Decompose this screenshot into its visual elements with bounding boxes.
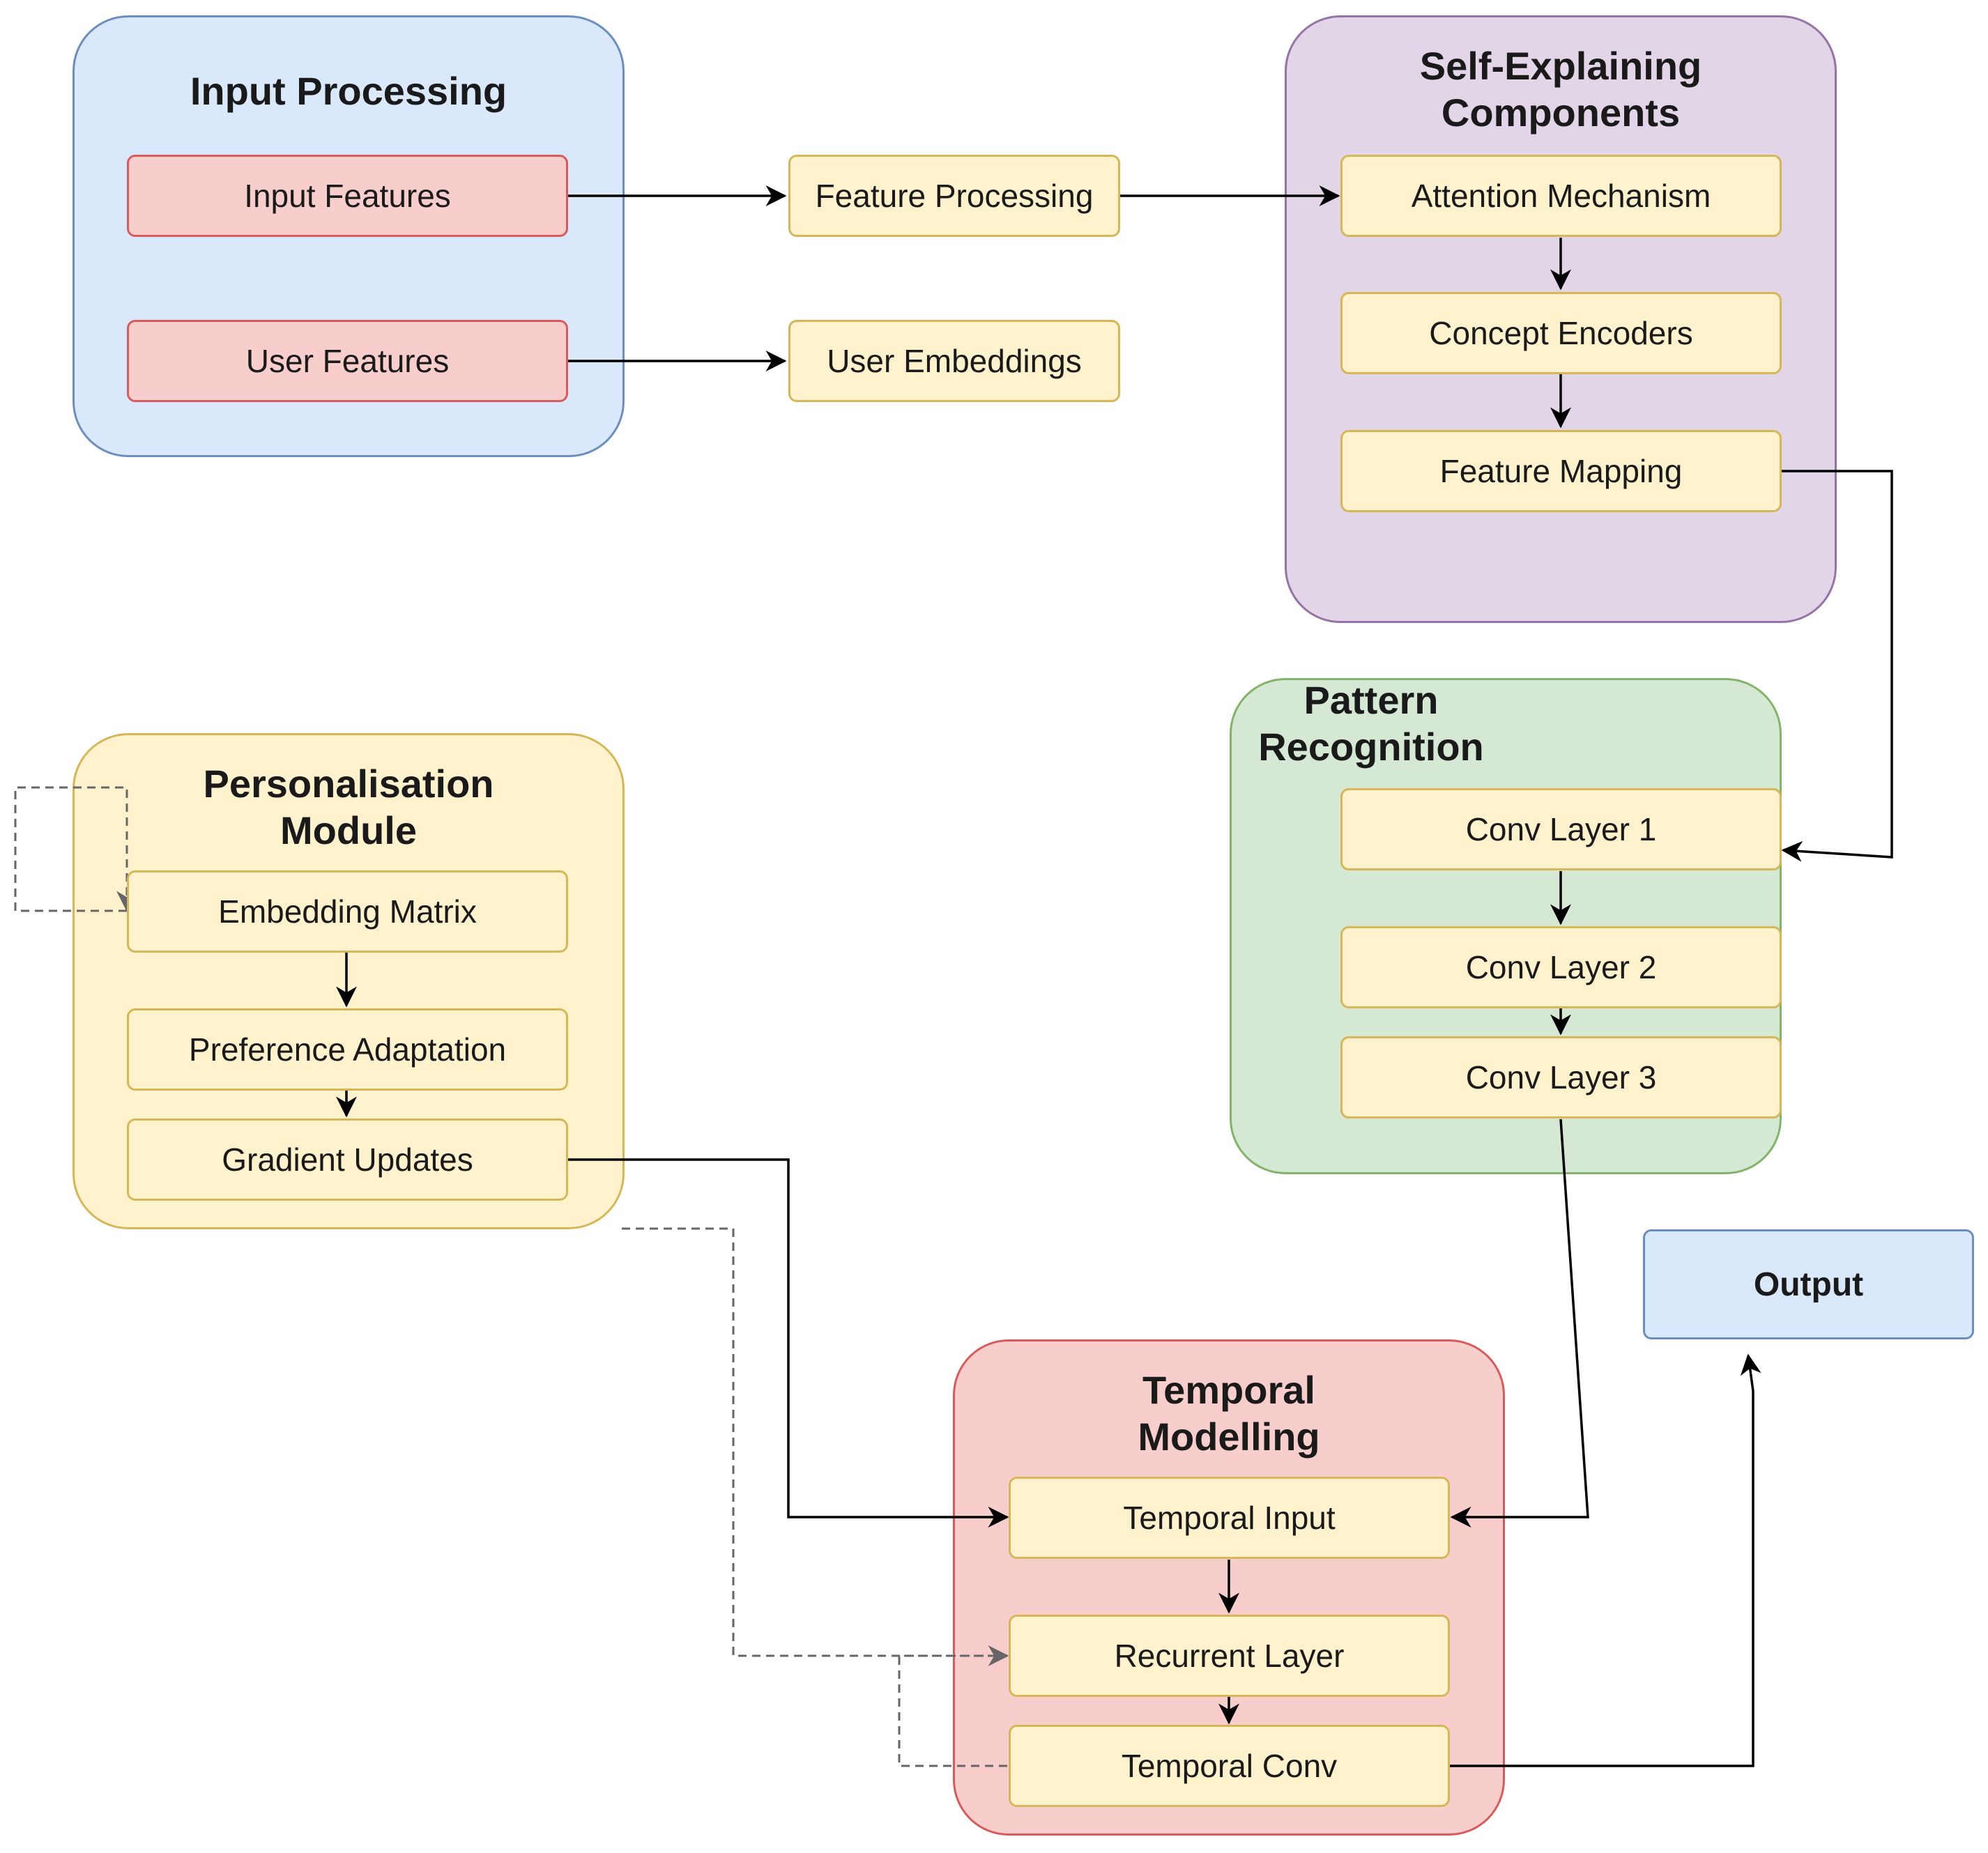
- pattern-recognition-title-line2: Recognition: [1258, 725, 1484, 769]
- user-features-node[interactable]: User Features: [127, 320, 568, 402]
- concept-encoders-node[interactable]: Concept Encoders: [1340, 292, 1782, 374]
- pattern-recognition-title-line1: Pattern: [1303, 678, 1439, 722]
- embedding-matrix-node[interactable]: Embedding Matrix: [127, 870, 568, 953]
- self-explaining-title-line1: Self-Explaining: [1419, 44, 1702, 88]
- user-embeddings-node[interactable]: User Embeddings: [788, 320, 1120, 402]
- dashed-edge-embedding-self-loop: [14, 786, 137, 912]
- edge-temporal-conv-to-output: [1450, 1353, 1761, 1767]
- temporal-modelling-title-line2: Modelling: [1138, 1415, 1320, 1459]
- gradient-updates-node[interactable]: Gradient Updates: [127, 1118, 568, 1201]
- personalisation-title-line2: Module: [280, 808, 417, 852]
- self-explaining-title: Self-Explaining Components: [1287, 43, 1835, 136]
- feature-mapping-node[interactable]: Feature Mapping: [1340, 430, 1782, 512]
- attention-mechanism-node[interactable]: Attention Mechanism: [1340, 155, 1782, 237]
- input-features-node[interactable]: Input Features: [127, 155, 568, 237]
- personalisation-title: Personalisation Module: [75, 760, 622, 854]
- edge-gradient-to-temporal-input: [568, 1158, 1009, 1528]
- self-explaining-title-line2: Components: [1441, 91, 1681, 134]
- conv-layer-2-node[interactable]: Conv Layer 2: [1340, 926, 1782, 1008]
- personalisation-title-line1: Personalisation: [203, 762, 494, 806]
- temporal-modelling-title-line1: Temporal: [1142, 1368, 1315, 1412]
- conv-layer-1-node[interactable]: Conv Layer 1: [1340, 788, 1782, 870]
- pattern-recognition-title: Pattern Recognition: [1246, 677, 1497, 770]
- edge-feature-mapping-to-conv1: [1781, 470, 1893, 862]
- temporal-conv-node[interactable]: Temporal Conv: [1009, 1725, 1450, 1807]
- output-node[interactable]: Output: [1643, 1229, 1974, 1339]
- temporal-modelling-title: Temporal Modelling: [955, 1367, 1503, 1460]
- dashed-edge-temporal-conv-loop: [898, 1654, 1007, 1767]
- dashed-edge-personalisation-to-recurrent: [622, 1227, 1009, 1666]
- preference-adaptation-node[interactable]: Preference Adaptation: [127, 1008, 568, 1091]
- recurrent-layer-node[interactable]: Recurrent Layer: [1009, 1615, 1450, 1697]
- feature-processing-node[interactable]: Feature Processing: [788, 155, 1120, 237]
- temporal-input-node[interactable]: Temporal Input: [1009, 1477, 1450, 1559]
- edge-conv3-to-temporal-input: [1450, 1118, 1589, 1528]
- input-processing-title: Input Processing: [190, 69, 507, 113]
- conv-layer-3-node[interactable]: Conv Layer 3: [1340, 1036, 1782, 1118]
